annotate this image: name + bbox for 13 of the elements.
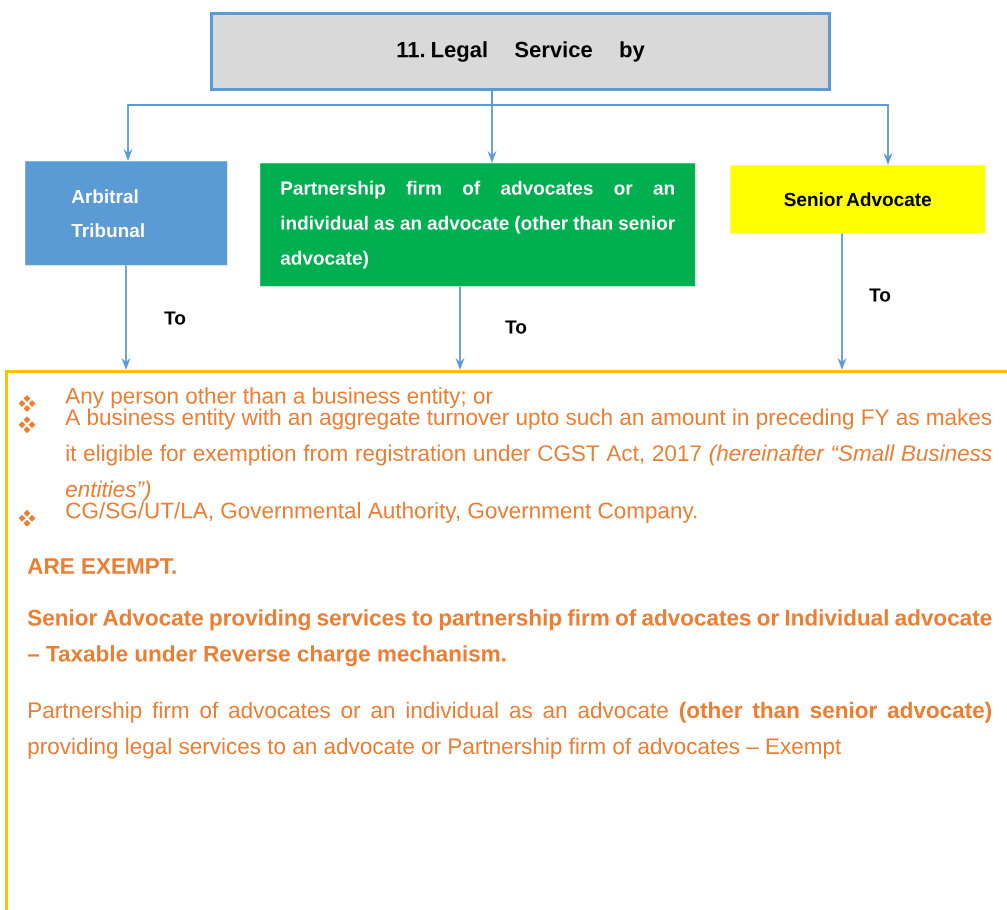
edge-label: To <box>867 286 893 304</box>
node-label: A business entity with an aggregate turnover upto such an amount in preceding FY as makes it eligible for exemption from registration under CGST Act, 2017 (hereinafter “Small Business entities”) <box>65 408 992 502</box>
node-label: CG/SG/UT/LA, Governmental Authority, Government Company. <box>66 501 697 523</box>
node-label: Senior Advocate providing services to partnership firm of advocates or Individual advocate – Taxable under Reverse charge mechanism. <box>27 609 992 667</box>
title-box: 11. Legal Service by <box>210 12 831 91</box>
node-label: ARE EXEMPT. <box>27 558 176 574</box>
edge-label: To <box>503 318 529 336</box>
category-box: Partnership firm of advocates or an individual as an advocate (other than senior advocate) <box>260 163 696 287</box>
category-box: Arbitral Tribunal <box>25 161 228 266</box>
node-label: Any person other than a business entity; or <box>65 387 493 409</box>
edge-label: To <box>162 309 188 327</box>
node-label: Partnership firm of advocates or an individual as an advocate (other than senior advocate) providing legal services to an advocate or Partnership firm of advocates – Exempt <box>28 701 992 759</box>
category-box: Senior Advocate <box>730 165 986 234</box>
